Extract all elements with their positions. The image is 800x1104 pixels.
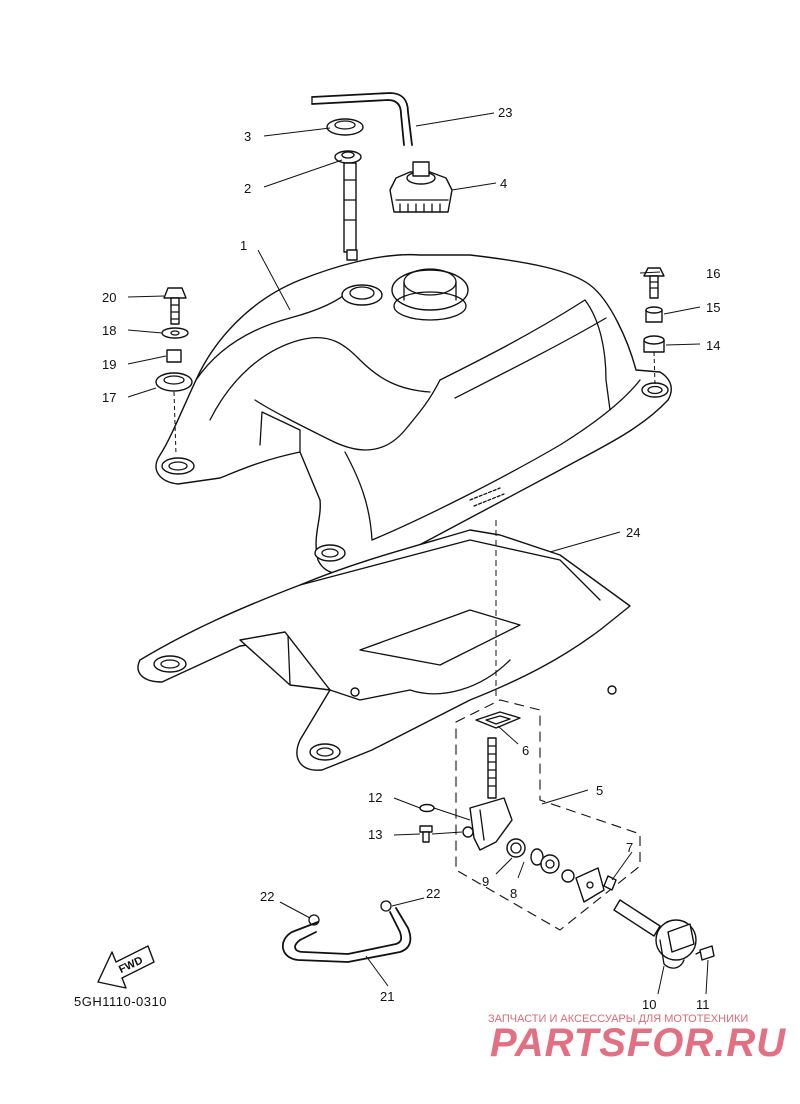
tank-carrier-part: [137, 529, 631, 771]
callout-20: 20: [102, 290, 116, 305]
watermark: ЗАПЧАСТИ И АКСЕССУАРЫ ДЛЯ МОТОТЕХНИКИ PA…: [488, 1013, 786, 1065]
callout-3: 3: [244, 129, 251, 144]
callout-leaders: [127, 112, 709, 995]
left-mount-hardware: [155, 287, 193, 456]
callout-18: 18: [102, 323, 116, 338]
callout-17: 17: [102, 390, 116, 405]
callout-22-left: 22: [260, 889, 274, 904]
callout-24: 24: [626, 525, 640, 540]
watermark-logo: PARTSFOR.RU: [490, 1021, 786, 1065]
fuel-tank-part: [155, 253, 672, 576]
fuel-cock-part: [462, 737, 617, 903]
callout-10: 10: [642, 997, 656, 1012]
drawing-code: 5GH1110-0310: [74, 994, 167, 1009]
fuel-cock-assembly-boundary: [455, 699, 641, 931]
callout-23: 23: [498, 105, 512, 120]
callout-8: 8: [510, 886, 517, 901]
fuel-gauge-part: [326, 118, 364, 261]
fuel-hose-part: [282, 900, 412, 963]
callout-labels: 1 2 3 4 5 6 7 8 9 10 11 12 13 14 15 16 1…: [102, 105, 720, 1012]
callout-15: 15: [706, 300, 720, 315]
forward-direction-arrow: FWD: [97, 945, 155, 989]
callout-5: 5: [596, 783, 603, 798]
callout-22-right: 22: [426, 886, 440, 901]
callout-6: 6: [522, 743, 529, 758]
callout-16: 16: [706, 266, 720, 281]
screw-parts: [419, 803, 471, 843]
callout-4: 4: [500, 176, 507, 191]
callout-7: 7: [626, 840, 633, 855]
callout-21: 21: [380, 989, 394, 1004]
gasket-part: [475, 711, 521, 729]
watermark-tagline: ЗАПЧАСТИ И АКСЕССУАРЫ ДЛЯ МОТОТЕХНИКИ: [488, 1013, 748, 1025]
breather-hose-part: [311, 92, 413, 146]
callout-9: 9: [482, 874, 489, 889]
callout-11: 11: [696, 997, 710, 1012]
callout-19: 19: [102, 357, 116, 372]
fuel-cock-lever-part: [613, 899, 715, 969]
right-mount-hardware: [643, 267, 665, 385]
callout-14: 14: [706, 338, 720, 353]
callout-12: 12: [368, 790, 382, 805]
callout-1: 1: [240, 238, 247, 253]
callout-13: 13: [368, 827, 382, 842]
fuel-cap-part: [389, 161, 453, 213]
callout-2: 2: [244, 181, 251, 196]
